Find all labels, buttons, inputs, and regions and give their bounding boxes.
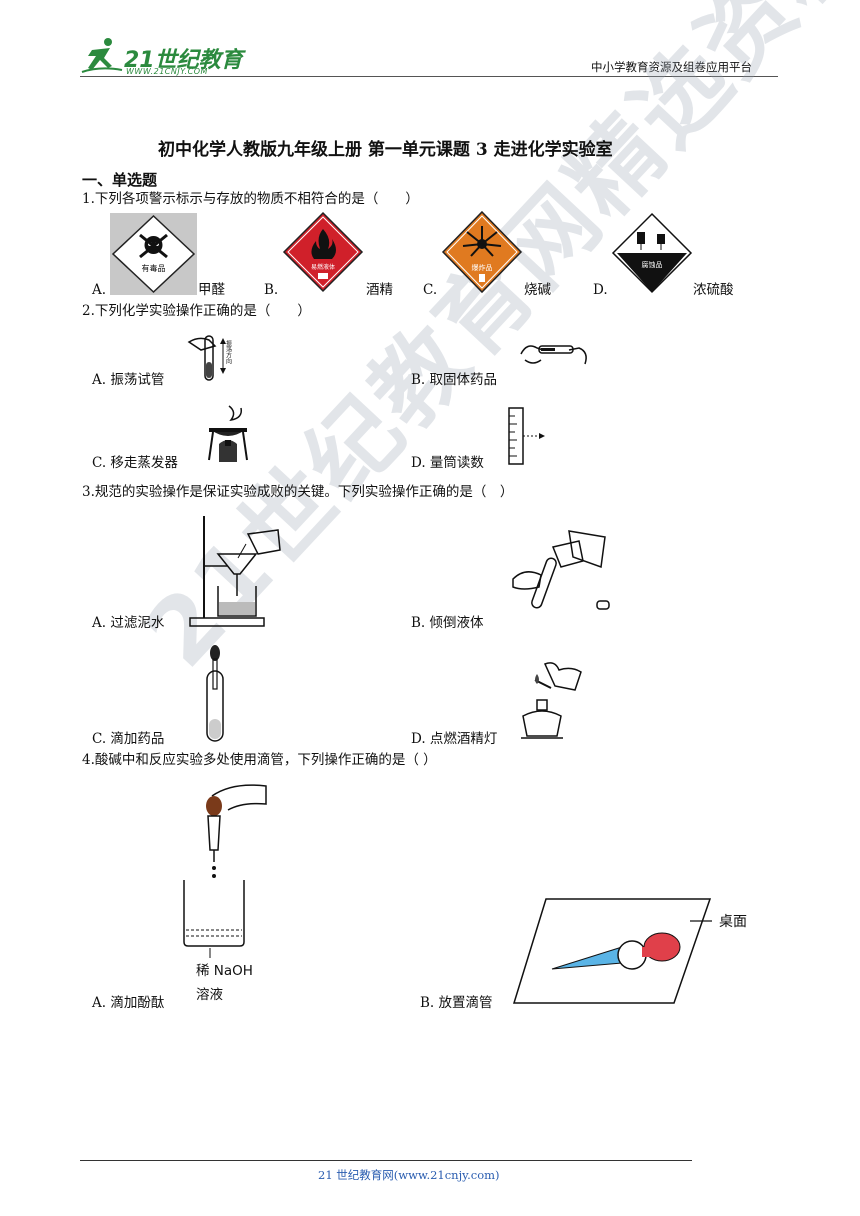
beaker-label-line-1: 稀 NaOH bbox=[196, 963, 253, 979]
corrosive-sign-label: 腐蚀品 bbox=[642, 260, 663, 269]
header-divider bbox=[80, 76, 778, 77]
q1-option-b-letter: B. bbox=[264, 282, 279, 298]
q3-option-a: A. 过滤泥水 bbox=[92, 615, 165, 631]
flammable-sign-icon: 易燃液体 bbox=[282, 211, 364, 293]
q2-option-c: C. 移走蒸发器 bbox=[92, 455, 178, 471]
q1-option-d-letter: D. bbox=[593, 282, 608, 298]
toxic-sign-label: 有毒品 bbox=[142, 263, 166, 273]
graduated-cylinder-reading-figure bbox=[508, 407, 545, 465]
q1-option-c-letter: C. bbox=[423, 282, 438, 298]
q1-option-c-text: 烧碱 bbox=[524, 282, 551, 298]
q3-stem: 3.规范的实验操作是保证实验成败的关键。下列实验操作正确的是（ ） bbox=[82, 484, 514, 500]
shake-test-tube-figure: 振荡方向 bbox=[187, 335, 232, 381]
q1-option-b-text: 酒精 bbox=[366, 282, 393, 298]
q3-option-d: D. 点燃酒精灯 bbox=[411, 731, 498, 747]
runner-logo-icon bbox=[81, 38, 123, 73]
q2-option-b: B. 取固体药品 bbox=[411, 372, 498, 388]
section-heading: 一、单选题 bbox=[82, 171, 158, 189]
footer-text: 21 世纪教育网(www.21cnjy.com) bbox=[318, 1168, 500, 1182]
remove-evaporating-dish-figure bbox=[208, 405, 248, 462]
pour-liquid-figure bbox=[512, 530, 610, 610]
q4-stem: 4.酸碱中和反应实验多处使用滴管，下列操作正确的是（ ） bbox=[82, 752, 437, 768]
svg-text:振荡方向: 振荡方向 bbox=[225, 339, 232, 364]
corrosive-sign-icon: 腐蚀品 bbox=[611, 212, 693, 294]
toxic-sign-icon: 有毒品 bbox=[110, 213, 197, 295]
q2-option-a: A. 振荡试管 bbox=[92, 372, 165, 388]
flammable-sign-label: 易燃液体 bbox=[311, 263, 335, 271]
dropper-on-table-figure bbox=[512, 898, 712, 1004]
q4-option-a: A. 滴加酚酞 bbox=[92, 995, 165, 1011]
explosive-sign-label: 爆炸品 bbox=[472, 263, 493, 272]
q1-option-a-text: 甲醛 bbox=[198, 282, 225, 298]
q1-stem: 1.下列各项警示标示与存放的物质不相符合的是（ ） bbox=[82, 191, 419, 207]
explosive-sign-icon: 爆炸品 bbox=[441, 210, 523, 294]
take-solid-figure bbox=[520, 345, 587, 365]
q2-stem: 2.下列化学实验操作正确的是（ ） bbox=[82, 303, 311, 319]
logo-sub-text: WWW.21CNJY.COM bbox=[126, 67, 208, 76]
beaker-label-line-2: 溶液 bbox=[196, 987, 223, 1003]
logo: 21世纪教育 WWW.21CNJY.COM bbox=[80, 36, 250, 76]
q1-option-a-letter: A. bbox=[92, 282, 107, 298]
header-right-text: 中小学教育资源及组卷应用平台 bbox=[591, 60, 752, 74]
q3-option-c: C. 滴加药品 bbox=[92, 731, 165, 747]
filtration-setup-figure bbox=[189, 516, 281, 627]
q4-option-b: B. 放置滴管 bbox=[420, 995, 493, 1011]
table-label: 桌面 bbox=[719, 914, 747, 930]
q3-option-b: B. 倾倒液体 bbox=[411, 615, 484, 631]
add-phenolphthalein-figure bbox=[183, 784, 267, 958]
page-title: 初中化学人教版九年级上册 第一单元课题 3 走进化学实验室 bbox=[158, 140, 613, 160]
light-alcohol-lamp-figure bbox=[521, 662, 582, 739]
q1-option-d-text: 浓硫酸 bbox=[693, 282, 734, 298]
q2-option-d: D. 量筒读数 bbox=[411, 455, 484, 471]
logo-main-text: 21世纪教育 bbox=[124, 48, 243, 73]
footer-divider bbox=[80, 1160, 692, 1161]
dropper-into-tube-figure bbox=[206, 645, 224, 742]
